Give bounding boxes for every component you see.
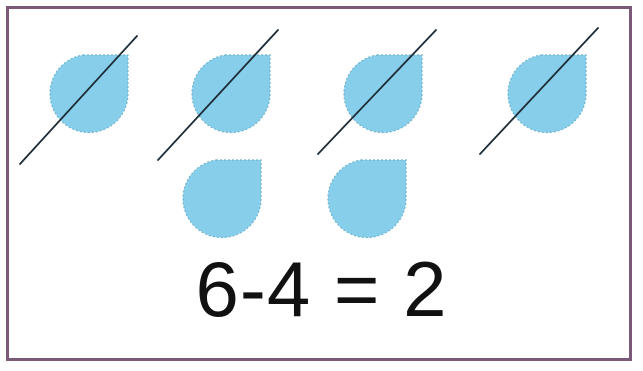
- drop-crossed-4: [480, 28, 598, 154]
- drop-shape: [328, 160, 406, 238]
- drop-crossed-1: [20, 36, 137, 164]
- drop-remaining-1: [183, 160, 261, 238]
- drop-shape: [192, 55, 270, 133]
- drop-crossed-2: [158, 30, 278, 160]
- drop-shape: [50, 55, 128, 133]
- drop-remaining-2: [328, 160, 406, 238]
- equation-text: 6-4 = 2: [0, 250, 643, 328]
- drop-crossed-3: [318, 30, 436, 154]
- drop-shape: [183, 160, 261, 238]
- drop-shape: [508, 55, 586, 133]
- drop-shape: [344, 55, 422, 133]
